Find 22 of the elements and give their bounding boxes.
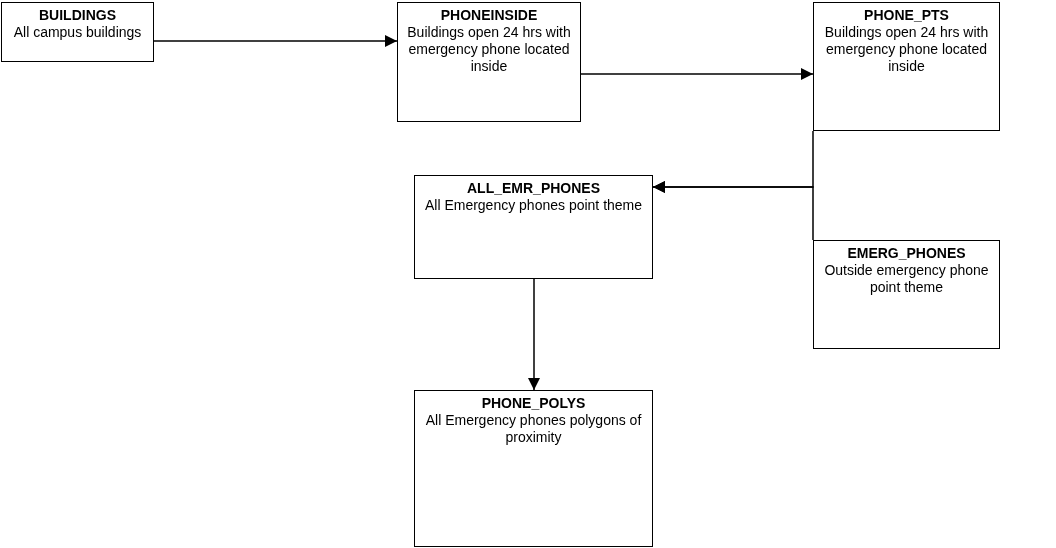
process-box — [813, 240, 1000, 349]
process-box — [414, 390, 653, 547]
process-box — [813, 2, 1000, 131]
box-title: PHONEINSIDE — [439, 7, 539, 24]
arrow — [580, 68, 814, 80]
box-title: BUILDINGS — [38, 7, 117, 24]
arrow — [153, 35, 398, 47]
box-description: All Emergency phones point theme — [423, 197, 644, 214]
box-description: Outside emergency phone point theme — [823, 262, 990, 296]
box-description: Buildings open 24 hrs with emergency phone located inside — [406, 24, 572, 75]
box-title: PHONE_PTS — [863, 7, 950, 24]
box-title: EMERG_PHONES — [846, 245, 967, 262]
process-box — [1, 2, 154, 62]
arrow — [652, 181, 814, 241]
box-description: All Emergency phones polygons of proximity — [424, 412, 643, 446]
arrow — [528, 278, 540, 391]
process-box — [414, 175, 653, 279]
box-title: PHONE_POLYS — [480, 395, 587, 412]
box-description: Buildings open 24 hrs with emergency phone located inside — [823, 24, 990, 75]
box-description: All campus buildings — [12, 24, 143, 41]
box-title: ALL_EMR_PHONES — [466, 180, 601, 197]
process-box — [397, 2, 581, 122]
